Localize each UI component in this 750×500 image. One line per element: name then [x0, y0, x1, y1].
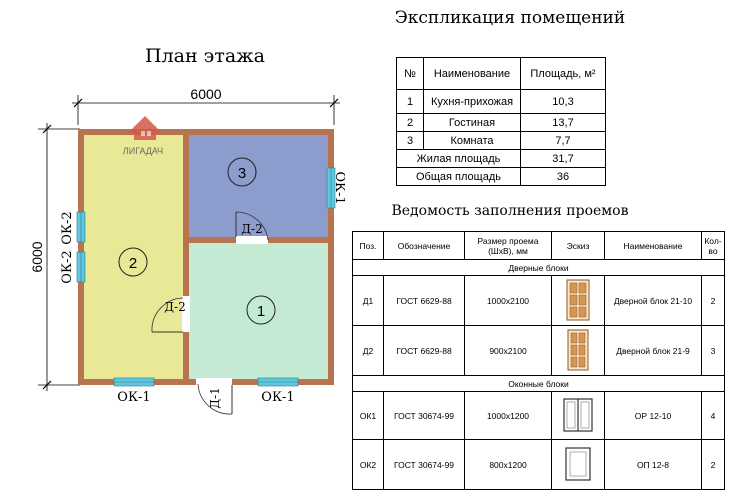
- door-icon: [551, 325, 605, 376]
- cell: Комната: [423, 131, 521, 150]
- window-label-right: ОК-1: [332, 171, 345, 204]
- window-right: [326, 167, 336, 209]
- openings-table: Поз. Обозначение Размер проема (ШxВ), мм…: [352, 231, 725, 490]
- cell: Кухня-прихожая: [423, 89, 521, 114]
- col-header-designation: Обозначение: [383, 231, 465, 260]
- table-row: ОК2 ГОСТ 30674-99 800x1200 ОП 12-8 2: [352, 439, 725, 490]
- cell: 2: [701, 439, 725, 490]
- cell: Дверной блок 21-9: [604, 325, 702, 376]
- living-area-value: 31,7: [520, 149, 606, 168]
- section-doors: Дверные блоки: [352, 259, 725, 276]
- col-header-name: Наименование: [604, 231, 702, 260]
- height-dimension: 6000: [29, 123, 80, 391]
- explication-table: № Наименование Площадь, м² 1 Кухня-прихо…: [396, 57, 606, 186]
- col-header-sketch: Эскиз: [551, 231, 605, 260]
- cell: Д2: [352, 325, 384, 376]
- plan-title: План этажа: [145, 45, 265, 67]
- floor-plan: План этажа 6000 6000: [29, 45, 345, 415]
- col-header-name: Наименование: [423, 57, 521, 90]
- door-gap-living: [182, 296, 190, 332]
- cell: 10,3: [520, 89, 606, 114]
- cell: 7,7: [520, 131, 606, 150]
- window-label-left-top: ОК-2: [60, 211, 75, 244]
- living-area-label: Жилая площадь: [396, 149, 521, 168]
- cell: 4: [701, 391, 725, 440]
- window-bottom-right: [257, 377, 299, 387]
- cell: ОП 12-8: [604, 439, 702, 490]
- cell: 1000x1200: [464, 391, 552, 440]
- room-3-number: 3: [238, 165, 246, 182]
- cell: 900x2100: [464, 325, 552, 376]
- cell: 1000x2100: [464, 275, 552, 326]
- table-row: 1 Кухня-прихожая 10,3: [396, 89, 606, 114]
- door-label-room3: Д-2: [241, 222, 262, 236]
- cell: 3: [701, 325, 725, 376]
- explication-title: Экспликация помещений: [394, 8, 626, 28]
- cell: Гостиная: [423, 113, 521, 132]
- total-area-label: Общая площадь: [396, 167, 521, 186]
- door-label-entrance: Д-1: [208, 387, 222, 408]
- cell: 2: [701, 275, 725, 326]
- window-icon: [551, 439, 605, 490]
- table-row: Жилая площадь 31,7: [396, 149, 606, 168]
- cell: ГОСТ 30674-99: [383, 439, 465, 490]
- window-icon: [551, 391, 605, 440]
- cell: ГОСТ 6629-88: [383, 275, 465, 326]
- cell: 1: [396, 89, 424, 114]
- table-row: Д1 ГОСТ 6629-88 1000x2100 Дверной блок 2…: [352, 275, 725, 326]
- cell: ГОСТ 30674-99: [383, 391, 465, 440]
- table-row: ОК1 ГОСТ 30674-99 1000x1200 ОР 12-10 4: [352, 391, 725, 440]
- col-header-pos: Поз.: [352, 231, 384, 260]
- openings-title: Ведомость заполнения проемов: [391, 203, 629, 219]
- room-1: [189, 243, 328, 379]
- cell: ОК1: [352, 391, 384, 440]
- door-icon: [551, 275, 605, 326]
- section-windows: Оконные блоки: [352, 375, 725, 392]
- window-label-bottom-left: ОК-1: [117, 390, 150, 405]
- logo-watermark: ЛИГАДАЧ: [123, 116, 163, 156]
- door-gap-room3: [236, 236, 268, 244]
- table-row: Общая площадь 36: [396, 167, 606, 186]
- cell: Дверной блок 21-10: [604, 275, 702, 326]
- table-row: 3 Комната 7,7: [396, 131, 606, 150]
- cell: ОК2: [352, 439, 384, 490]
- room-2-number: 2: [129, 255, 137, 272]
- logo-text: ЛИГАДАЧ: [123, 146, 163, 156]
- door-gap-entrance: [196, 378, 232, 386]
- cell: 2: [396, 113, 424, 132]
- cell: 800x1200: [464, 439, 552, 490]
- window-bottom-left: [113, 377, 155, 387]
- height-label: 6000: [29, 241, 45, 272]
- col-header-qty: Кол-во: [701, 231, 725, 260]
- col-header-size: Размер проема (ШxВ), мм: [464, 231, 552, 260]
- table-row: 2 Гостиная 13,7: [396, 113, 606, 132]
- room-1-number: 1: [257, 303, 265, 320]
- total-area-value: 36: [520, 167, 606, 186]
- cell: 13,7: [520, 113, 606, 132]
- cell: Д1: [352, 275, 384, 326]
- door-label-living: Д-2: [164, 300, 185, 314]
- window-left-bottom: [76, 251, 86, 283]
- table-row: Д2 ГОСТ 6629-88 900x2100 Дверной блок 21…: [352, 325, 725, 376]
- width-dimension: 6000: [72, 86, 340, 125]
- cell: 3: [396, 131, 424, 150]
- cell: ГОСТ 6629-88: [383, 325, 465, 376]
- col-header-number: №: [396, 57, 424, 90]
- window-label-bottom-right: ОК-1: [261, 390, 294, 405]
- width-label: 6000: [190, 86, 221, 102]
- window-left-top: [76, 211, 86, 243]
- room-2: [84, 135, 183, 379]
- col-header-area: Площадь, м²: [520, 57, 606, 90]
- cell: ОР 12-10: [604, 391, 702, 440]
- window-label-left-bottom: ОК-2: [60, 250, 75, 283]
- room-3: [189, 135, 328, 237]
